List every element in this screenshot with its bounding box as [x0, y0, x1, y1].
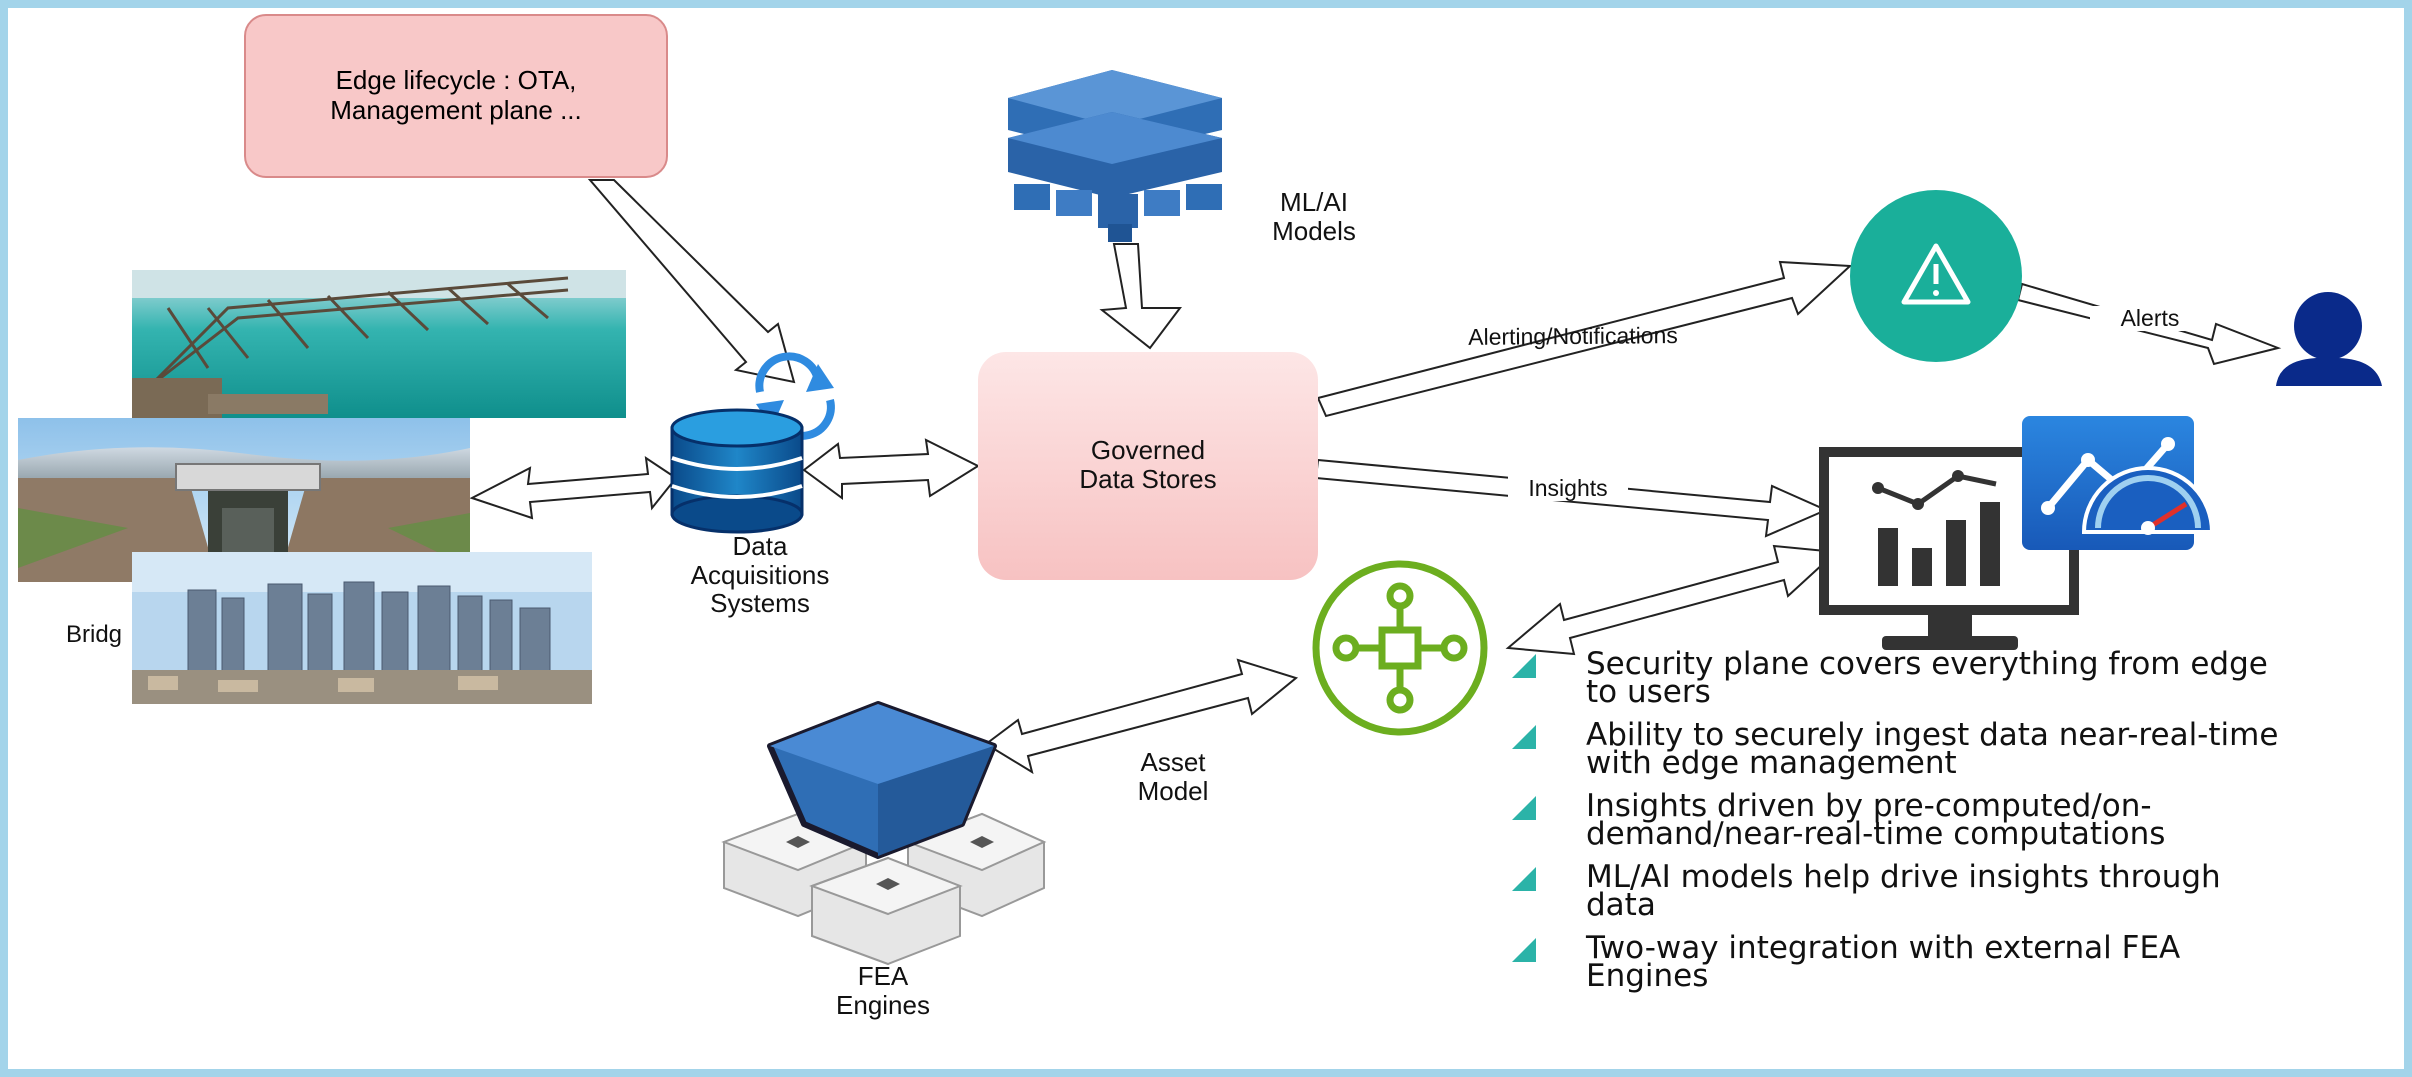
- diagram-canvas: [18, 70, 2382, 966]
- das-line1: Data: [732, 531, 788, 561]
- performance-gauge-icon: [2022, 416, 2215, 550]
- arrow-das-store: [802, 438, 981, 500]
- sea-bridge-photo: [132, 270, 626, 418]
- asset-model-label: Asset Model: [1108, 748, 1238, 805]
- das-line3: Systems: [710, 588, 810, 619]
- governed-data-stores-box: [978, 352, 1318, 580]
- edge-lifecycle-box: Edge lifecycle : OTA, Management plane .…: [244, 14, 668, 178]
- bullet-line: Two-way integration with external FEA: [1586, 930, 2181, 966]
- governed-line1: Governed: [1090, 435, 1206, 465]
- bullet-line: Ability to securely ingest data near-rea…: [1586, 717, 2279, 753]
- bullet-line: ML/AI models help drive insights through: [1586, 859, 2221, 895]
- bullet-item: Security plane covers everything from ed…: [1508, 646, 2348, 710]
- fea-engines-label: FEA Engines: [808, 962, 958, 1019]
- bullet-triangle-icon: [1512, 867, 1536, 891]
- asset-model-line1: Asset: [1140, 747, 1206, 777]
- user-icon: [2276, 292, 2382, 386]
- edge-lifecycle-line2: Management plane ...: [330, 95, 582, 125]
- arrow-ml-to-store: [1099, 243, 1182, 350]
- arrow-fea-asset: [984, 658, 1299, 775]
- insights-label: Insights: [1508, 475, 1628, 502]
- edge-lifecycle-line1: Edge lifecycle : OTA,: [335, 65, 577, 96]
- bullet-line: with edge management: [1586, 745, 1957, 781]
- asset-model-node-icon: [1312, 560, 1488, 736]
- ml-ai-models-label: ML/AI Models: [1244, 188, 1384, 245]
- bullet-item: Ability to securely ingest data near-rea…: [1508, 717, 2348, 781]
- bullet-triangle-icon: [1512, 725, 1536, 749]
- bullet-item: Insights driven by pre-computed/on- dema…: [1508, 788, 2348, 852]
- bullet-triangle-icon: [1512, 938, 1536, 962]
- alerts-label: Alerts: [2090, 305, 2210, 332]
- feature-bullet-list: Security plane covers everything from ed…: [1508, 646, 2348, 1005]
- ml-models-line2: Models: [1272, 215, 1356, 246]
- city-buildings-photo: [132, 552, 592, 704]
- warning-icon: [1850, 190, 2022, 362]
- arrow-asset-insights: [1505, 544, 1839, 656]
- asset-model-line2: Model: [1137, 775, 1209, 806]
- ml-models-line1: ML/AI: [1280, 187, 1348, 217]
- arrow-store-alerting: [1316, 260, 1853, 418]
- bullet-line: data: [1586, 887, 1656, 923]
- bullet-line: Insights driven by pre-computed/on-: [1586, 788, 2152, 824]
- governed-data-stores-label: Governed Data Stores: [978, 436, 1318, 493]
- ml-ai-models-icon: [1008, 70, 1222, 242]
- bullet-triangle-icon: [1512, 796, 1536, 820]
- fea-engines-icon: [721, 701, 1047, 966]
- bullet-line: Engines: [1586, 958, 1709, 994]
- das-line2: Acquisitions: [690, 559, 830, 590]
- bullet-line: Security plane covers everything from ed…: [1586, 646, 2268, 682]
- bullet-line: to users: [1586, 674, 1711, 710]
- bullet-line: demand/near-real-time computations: [1586, 816, 2166, 852]
- arrow-das-photos: [469, 455, 678, 520]
- bullet-triangle-icon: [1512, 654, 1536, 678]
- database-icon: [670, 408, 804, 534]
- fea-line2: Engines: [836, 989, 930, 1020]
- das-label: Data Acquisitions Systems: [642, 532, 878, 618]
- bullet-item: ML/AI models help drive insights through…: [1508, 859, 2348, 923]
- alerting-notifications-label: Alerting/Notifications: [1468, 322, 1678, 350]
- governed-line2: Data Stores: [1079, 463, 1217, 494]
- fea-line1: FEA: [857, 961, 909, 991]
- bridge-caption: Bridg: [66, 621, 123, 648]
- bullet-item: Two-way integration with external FEA En…: [1508, 930, 2348, 994]
